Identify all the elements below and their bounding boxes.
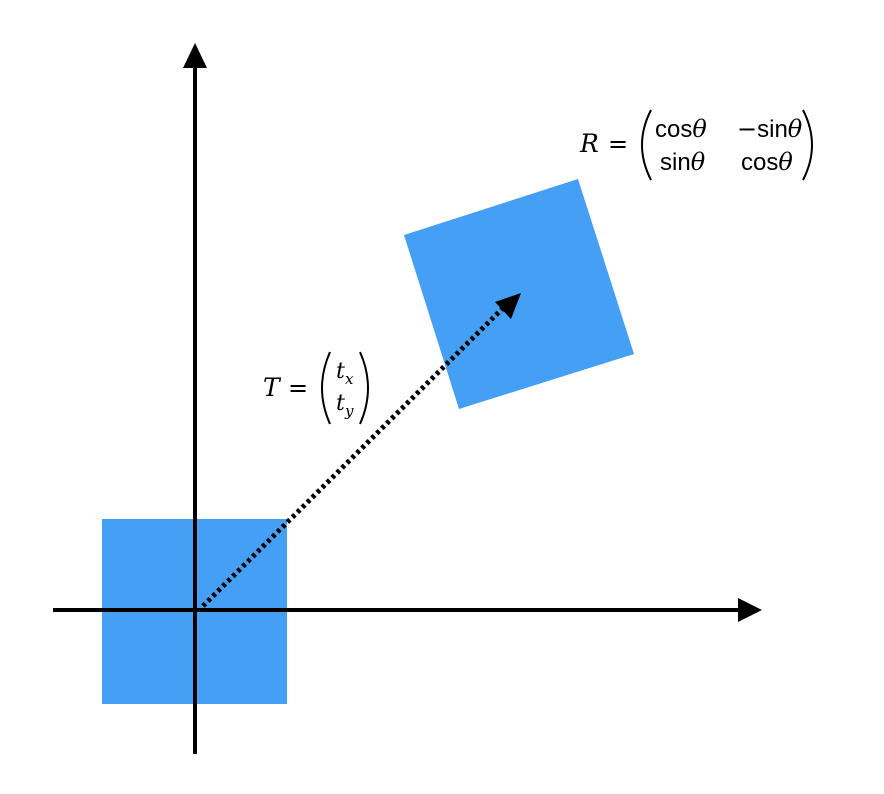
rotation-r1c2: −sinθ <box>737 115 803 143</box>
rotation-r2c1-var: θ <box>691 148 706 176</box>
rotation-left-paren <box>641 109 652 181</box>
rotation-r2c1-fn: sin <box>660 149 691 176</box>
x-axis-arrowhead-icon <box>738 598 762 622</box>
rotation-equals: = <box>608 130 628 158</box>
translation-label: T = t x t y <box>263 351 369 425</box>
rotation-r2c2: cosθ <box>741 148 793 176</box>
rotation-r1c1: cosθ <box>655 115 707 143</box>
y-axis-arrowhead-icon <box>183 43 207 68</box>
translation-vector <box>201 306 505 608</box>
rotation-r2c2-fn: cos <box>741 149 778 176</box>
translation-left-paren <box>321 351 331 425</box>
rotation-r2c2-var: θ <box>778 148 793 176</box>
rotation-r2c1: sinθ <box>660 148 706 176</box>
translation-tx-sub: x <box>345 370 354 388</box>
translation-tx: t <box>336 359 345 384</box>
translation-right-paren <box>359 351 369 425</box>
rotation-r1c2-fn: sin <box>757 116 788 143</box>
translation-symbol: T <box>263 373 282 402</box>
rotation-r1c1-var: θ <box>692 115 707 143</box>
translation-ty-sub: y <box>344 402 354 420</box>
translation-ty: t <box>336 391 345 416</box>
rotation-symbol: R <box>579 129 599 158</box>
translation-arrowhead-icon-fill <box>495 293 521 319</box>
translation-equals: = <box>288 374 308 402</box>
rotation-r1c1-fn: cos <box>655 116 692 143</box>
rotation-r1c2-var: θ <box>788 115 803 143</box>
rotation-r1c2-sign: − <box>737 115 757 143</box>
rotation-label: R = cosθ −sinθ sinθ cosθ <box>579 109 813 181</box>
rotation-right-paren <box>802 109 813 181</box>
